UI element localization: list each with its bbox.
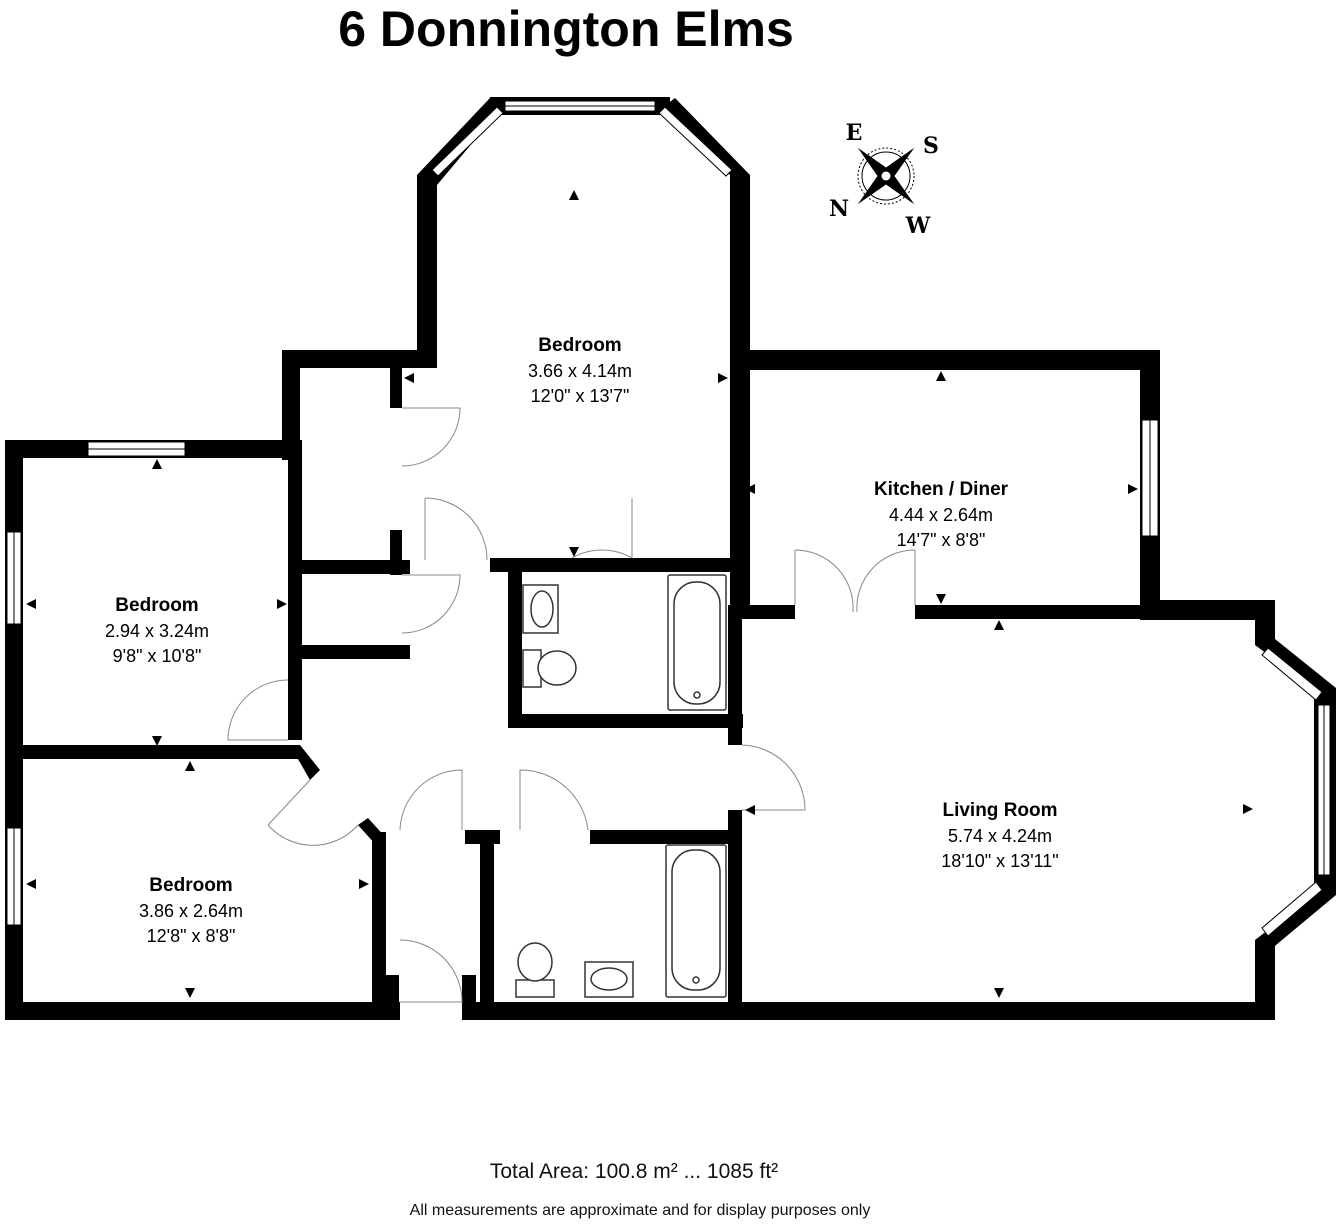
wall-living-top-bay <box>1255 600 1275 645</box>
room-imperial: 18'10" x 13'11" <box>941 851 1058 871</box>
wall-bedroom3-right <box>372 832 386 1002</box>
wall-top-bedroom-left <box>417 175 437 368</box>
room-name: Kitchen / Diner <box>874 479 1009 500</box>
room-metric: 3.86 x 2.64m <box>139 901 243 921</box>
compass-s: S <box>923 133 939 159</box>
toilet-2-cistern <box>515 979 555 998</box>
wall-hall-left <box>282 350 300 460</box>
wall-living-top-right <box>1140 600 1275 620</box>
floor-plan: Bedroom 3.66 x 4.14m 12'0" x 13'7" Kitch… <box>5 97 1336 1020</box>
door-bathroom2 <box>519 769 589 831</box>
room-metric: 5.74 x 4.24m <box>948 826 1052 846</box>
bath-2-drain <box>692 976 700 984</box>
wall-entrance-jamb <box>385 975 399 1020</box>
bay-window-top <box>417 97 750 185</box>
wall-hall-angle-2 <box>358 818 386 845</box>
wall-hall-angle <box>290 745 320 780</box>
wall-bathroom2-left <box>480 830 494 1020</box>
wall-bathroom2-top-right <box>590 830 740 844</box>
door-bathroom1 <box>571 498 633 559</box>
room-label-bottom-bedroom: Bedroom 3.86 x 2.64m 12'8" x 8'8" <box>139 875 243 946</box>
wall-top-bedroom-right <box>730 175 750 605</box>
room-metric: 4.44 x 2.64m <box>889 505 993 525</box>
sink-1-bowl <box>530 590 554 628</box>
wall-bathroom1-left <box>508 558 522 728</box>
wall-entrance-jamb-right <box>462 975 476 1020</box>
room-name: Bedroom <box>538 335 621 356</box>
toilet-2-bowl <box>517 942 553 982</box>
wall-hall-top <box>282 350 432 368</box>
compass-n: N <box>829 196 849 222</box>
wall-living-bottom-bay <box>1255 940 1275 1020</box>
door-bedroom2 <box>227 679 289 741</box>
door-living <box>741 744 806 811</box>
room-label-left-bedroom: Bedroom 2.94 x 3.24m 9'8" x 10'8" <box>105 595 209 666</box>
windows <box>6 419 1159 926</box>
door-entrance <box>399 939 463 1003</box>
bath-1-inner <box>673 581 721 705</box>
sink-2-bowl <box>590 967 628 991</box>
wall-bottom-right <box>465 1002 1275 1020</box>
wall-bathroom1-bottom <box>508 714 743 728</box>
door-kitchen-right <box>856 549 916 613</box>
room-imperial: 12'8" x 8'8" <box>147 926 236 946</box>
compass-e: E <box>846 120 863 146</box>
page-title: 6 Donnington Elms <box>338 1 794 57</box>
room-imperial: 9'8" x 10'8" <box>113 646 202 666</box>
bay-window-living <box>1255 635 1336 950</box>
wall-bedroom2-right <box>288 440 302 740</box>
compass-w: W <box>905 213 931 239</box>
measurement-arrows <box>26 190 1253 998</box>
door-hall-1 <box>424 497 488 561</box>
room-metric: 3.66 x 4.14m <box>528 361 632 381</box>
disclaimer-note: All measurements are approximate and for… <box>409 1202 871 1219</box>
walls <box>5 175 1275 1020</box>
door-bedroom3 <box>267 779 359 846</box>
room-label-top-bedroom: Bedroom 3.66 x 4.14m 12'0" x 13'7" <box>528 335 632 406</box>
wall-bathroom2-top-left <box>465 830 500 844</box>
wall-kitchen-bottom-left <box>735 605 795 619</box>
wall-bathroom1-top <box>490 558 635 572</box>
room-metric: 2.94 x 3.24m <box>105 621 209 641</box>
room-name: Living Room <box>942 800 1057 821</box>
room-label-living: Living Room 5.74 x 4.24m 18'10" x 13'11" <box>941 800 1058 871</box>
wall-cupboard-top <box>300 560 410 574</box>
room-label-kitchen: Kitchen / Diner 4.44 x 2.64m 14'7" x 8'8… <box>874 479 1009 550</box>
door-hall-bathroom2-left <box>399 769 463 831</box>
fixtures <box>515 574 727 998</box>
bath-2-inner <box>671 849 721 991</box>
wall-cupboard-bottom <box>300 645 410 659</box>
room-imperial: 12'0" x 13'7" <box>531 386 630 406</box>
wall-left-outer <box>5 440 23 1020</box>
room-name: Bedroom <box>149 875 232 896</box>
room-imperial: 14'7" x 8'8" <box>897 530 986 550</box>
door-cupboard <box>401 574 461 634</box>
door-top-bedroom <box>401 407 461 467</box>
compass-icon <box>857 147 915 205</box>
room-name: Bedroom <box>115 595 198 616</box>
wall-bottom-left <box>5 1002 397 1020</box>
toilet-1-bowl <box>537 650 577 686</box>
door-kitchen-left <box>794 549 854 613</box>
wall-bathroom1-top-right <box>635 558 735 572</box>
wall-cupboard-stub <box>390 530 402 575</box>
wall-hall-stub <box>390 368 402 408</box>
wall-living-left-lower <box>728 810 742 1020</box>
bath-1-drain <box>693 691 701 699</box>
wall-bedrooms-divider <box>5 745 300 759</box>
door-swings <box>227 407 916 1003</box>
wall-kitchen-top <box>748 350 1160 370</box>
total-area: Total Area: 100.8 m² ... 1085 ft² <box>489 1160 779 1183</box>
wall-living-left-upper <box>728 605 742 745</box>
